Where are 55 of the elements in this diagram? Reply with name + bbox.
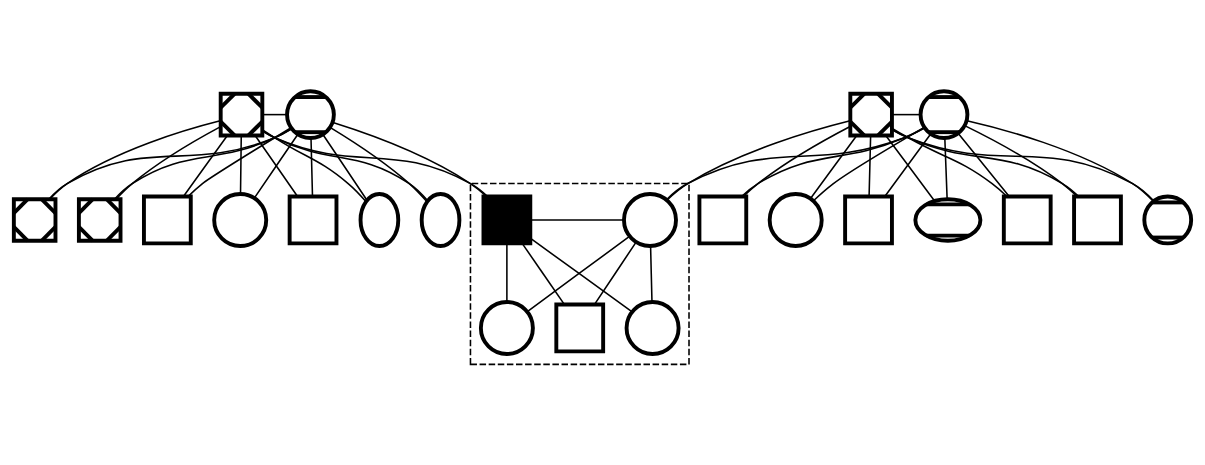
- connector: [187, 126, 292, 197]
- connector: [891, 113, 922, 115]
- connector: [261, 113, 288, 115]
- connector: [115, 125, 222, 200]
- node-square: [142, 194, 193, 245]
- node-circle: [624, 299, 681, 356]
- connector: [963, 124, 1078, 197]
- node-square: [554, 302, 606, 353]
- node-crossed-circle: [285, 88, 336, 140]
- node-oval: [419, 191, 462, 248]
- connector: [332, 121, 488, 197]
- connector: [49, 119, 221, 200]
- connector: [891, 128, 1155, 201]
- connector: [868, 134, 872, 197]
- connector: [891, 127, 1008, 197]
- connector: [742, 125, 851, 197]
- connector: [261, 128, 367, 202]
- node-square: [697, 194, 749, 245]
- node-square: [843, 194, 894, 245]
- connector: [944, 136, 948, 200]
- connector: [322, 133, 368, 201]
- connector: [649, 245, 653, 303]
- node-crossed-circle: [1142, 194, 1194, 245]
- connector: [809, 134, 858, 199]
- cluster: [469, 182, 690, 365]
- node-square: [287, 194, 339, 245]
- node-square: [1001, 194, 1053, 245]
- connector: [957, 132, 1011, 197]
- connector: [529, 218, 625, 221]
- connector: [741, 126, 926, 197]
- node-circle: [212, 191, 269, 248]
- connector: [239, 134, 243, 195]
- connector: [506, 242, 508, 303]
- connector: [113, 127, 293, 200]
- connector: [966, 119, 1155, 202]
- node-circle: [478, 299, 535, 356]
- node-crossed-oval: [913, 196, 983, 243]
- connector: [593, 240, 637, 305]
- connector: [665, 126, 926, 200]
- node-circle: [622, 191, 678, 248]
- connector: [891, 128, 1080, 197]
- connector: [329, 126, 428, 203]
- node-filled-square: [481, 194, 533, 245]
- node-square: [1072, 194, 1123, 245]
- connector: [261, 129, 429, 202]
- connector: [310, 136, 314, 197]
- connector: [261, 129, 489, 197]
- connector: [48, 127, 293, 200]
- connector: [666, 119, 851, 201]
- connector: [521, 242, 566, 305]
- node-crossed-circle: [918, 88, 970, 140]
- connector: [812, 126, 925, 202]
- connector: [182, 134, 228, 197]
- node-oval: [358, 191, 401, 248]
- node-circle: [767, 191, 824, 248]
